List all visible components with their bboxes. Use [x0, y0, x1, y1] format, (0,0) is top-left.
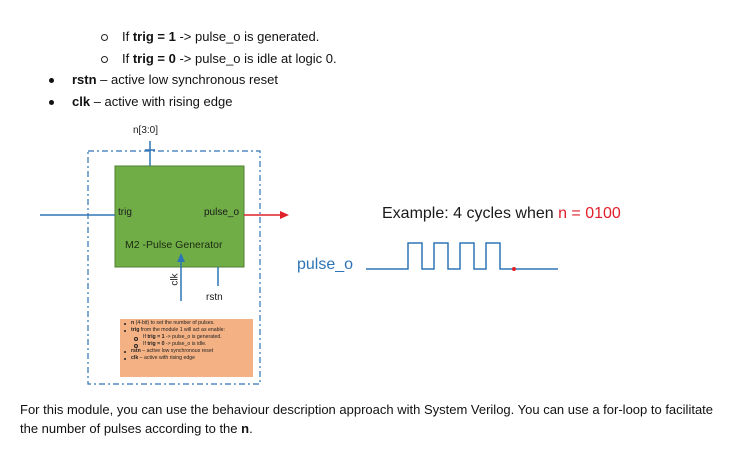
- note-line-trig-1: If trig = 1 -> pulse_o is generated.: [143, 334, 222, 340]
- note-line-rstn: rstn – active low synchronous reset: [131, 348, 214, 354]
- note-bullet-marker: [124, 358, 126, 360]
- clk-arrowhead: [177, 253, 185, 262]
- clk-pin-label: clk: [169, 273, 181, 286]
- pulse-waveform: [366, 242, 558, 271]
- note-bullet-marker: [124, 330, 126, 332]
- trig-pin-label: trig: [118, 207, 132, 218]
- module-box: [114, 165, 245, 268]
- top-list-sub-item-1: If trig = 1 -> pulse_o is generated.: [122, 29, 320, 44]
- note-line-n: n (4-bit) to set the number of pulses.: [131, 320, 215, 326]
- note-line-trig: trig from the module 1 will act as enabl…: [131, 327, 225, 333]
- waveform-signal-label: pulse_o: [297, 256, 354, 273]
- note-sub-bullet-marker: [134, 344, 138, 348]
- module-notes-box: n (4-bit) to set the number of pulses. t…: [120, 319, 253, 377]
- note-line-trig-0: If trig = 0 -> pulse_o is idle.: [143, 341, 207, 347]
- pulse-o-pin-label: pulse_o: [204, 207, 240, 218]
- waveform-example-caption: Example: 4 cycles when n = 0100: [382, 205, 621, 222]
- pulse-o-arrowhead: [280, 211, 289, 219]
- rstn-pin-label: rstn: [206, 292, 223, 303]
- sub-bullet-marker: [101, 34, 108, 41]
- instruction-paragraph: For this module, you can use the behavio…: [20, 402, 714, 436]
- note-sub-bullet-marker: [134, 337, 138, 341]
- pulse-waveform-trace: [366, 242, 558, 270]
- n-input-label: n[3:0]: [133, 125, 159, 136]
- pulse-waveform-end-marker: [512, 267, 516, 271]
- note-bullet-marker: [124, 323, 126, 325]
- note-line-clk: clk – active with rising edge: [131, 355, 196, 361]
- dashed-boundary: [87, 150, 261, 385]
- bullet-marker: [49, 100, 54, 105]
- module-name: M2 -Pulse Generator: [125, 239, 223, 251]
- top-list-item-rstn: rstn – active low synchronous reset: [72, 72, 278, 87]
- sub-bullet-marker: [101, 56, 108, 63]
- top-list-item-clk: clk – active with rising edge: [72, 94, 233, 109]
- note-bullet-marker: [124, 351, 126, 353]
- bullet-marker: [49, 78, 54, 83]
- top-list-sub-item-2: If trig = 0 -> pulse_o is idle at logic …: [122, 51, 337, 66]
